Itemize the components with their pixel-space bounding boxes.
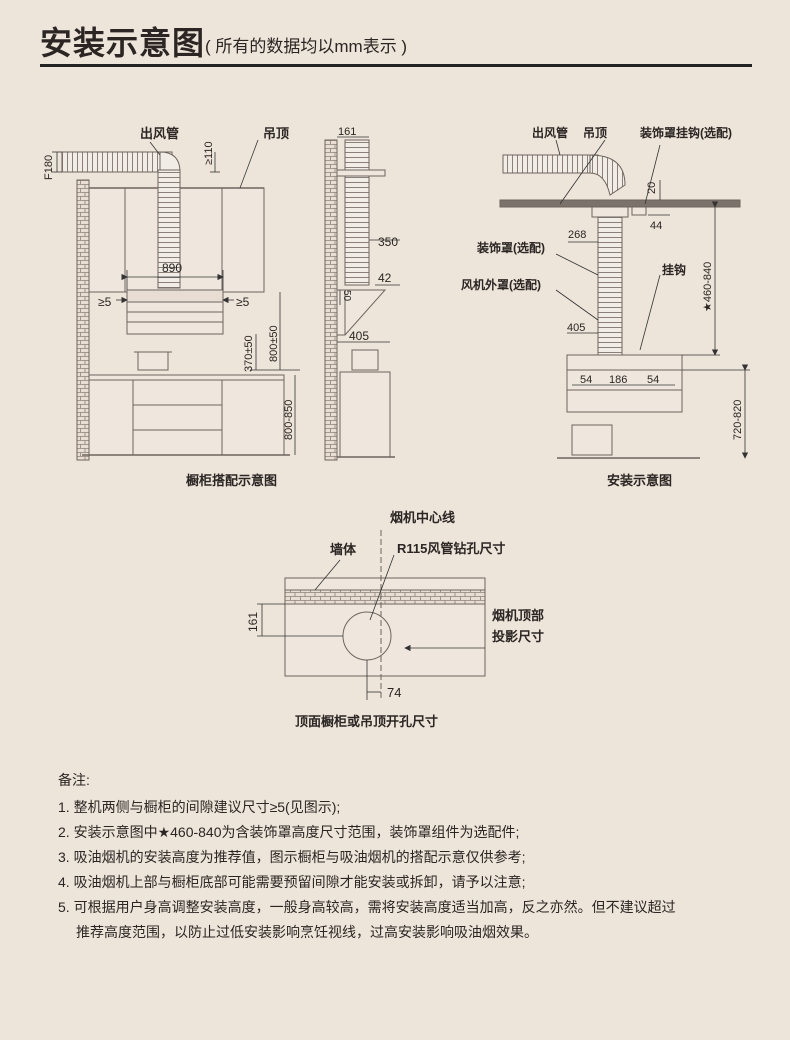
caption-install: 安装示意图 xyxy=(607,473,673,488)
dim-161-top: 161 xyxy=(246,612,260,632)
label-outer-cover: 风机外罩(选配) xyxy=(461,277,541,292)
note-item: 1. 整机两侧与橱柜的间隙建议尺寸≥5(见图示); xyxy=(58,799,341,815)
dim-800: 800±50 xyxy=(268,325,280,362)
dim-gap-right: ≥5 xyxy=(236,295,250,309)
notes-heading: 备注: xyxy=(58,772,90,788)
notes-section: 备注: 1. 整机两侧与橱柜的间隙建议尺寸≥5(见图示); 2. 安装示意图中★… xyxy=(58,768,758,945)
dim-268: 268 xyxy=(568,229,586,241)
label-cover: 装饰罩(选配) xyxy=(476,240,545,255)
note-item: 3. 吸油烟机的安装高度为推荐值，图示橱柜与吸油烟机的搭配示意仅供参考; xyxy=(58,849,526,865)
side-diagram xyxy=(324,139,395,461)
dim-20: 20 xyxy=(646,182,658,194)
install-diagram xyxy=(499,154,741,459)
dim-720-820: 720-820 xyxy=(732,400,744,440)
dim-890: 890 xyxy=(162,261,182,275)
label-projection-2: 投影尺寸 xyxy=(492,629,544,644)
dim-186: 186 xyxy=(609,374,627,386)
dim-gap-left: ≥5 xyxy=(98,295,112,309)
dim-44: 44 xyxy=(650,220,662,232)
label-centerline: 烟机中心线 xyxy=(390,510,455,525)
note-item-continued: 推荐高度范围，以防止过低安装影响烹饪视线，过高安装影响吸油烟效果。 xyxy=(76,924,538,940)
dim-370: 370±50 xyxy=(243,335,255,372)
dim-ge110: ≥110 xyxy=(203,141,215,165)
dim-74: 74 xyxy=(387,685,401,700)
label-wall: 墙体 xyxy=(330,542,357,557)
outlet-pipe-horizontal xyxy=(61,151,173,173)
note-item: 2. 安装示意图中★460-840为含装饰罩高度尺寸范围，装饰罩组件为选配件; xyxy=(58,824,520,840)
dim-54-right: 54 xyxy=(647,374,659,386)
caption-cabinet: 橱柜搭配示意图 xyxy=(186,473,278,488)
label-drill-size: R115风管钻孔尺寸 xyxy=(397,541,505,556)
dim-350: 350 xyxy=(378,235,398,249)
dim-800-850: 800-850 xyxy=(283,400,295,440)
title-divider xyxy=(40,64,752,67)
dim-50: 50 xyxy=(341,290,352,302)
label-ceiling-2: 吊顶 xyxy=(583,126,607,140)
dim-f180: F180 xyxy=(43,155,55,180)
dim-42: 42 xyxy=(378,271,392,285)
dim-405-install: 405 xyxy=(567,322,585,334)
caption-top: 顶面橱柜或吊顶开孔尺寸 xyxy=(295,714,439,729)
dim-161: 161 xyxy=(338,126,356,138)
note-item: 5. 可根据用户身高调整安装高度，一般身高较高，需将安装高度适当加高，反之亦然。… xyxy=(58,899,676,915)
top-diagram xyxy=(284,530,486,700)
page-title: 安装示意图 xyxy=(40,25,206,61)
page-subtitle: ( 所有的数据均以mm表示 ) xyxy=(205,37,408,56)
cabinet-diagram xyxy=(76,179,290,461)
outlet-pipe-vertical xyxy=(157,169,181,289)
wall-hatch xyxy=(76,179,90,461)
note-item: 4. 吸油烟机上部与橱柜底部可能需要预留间隙才能安装或拆卸，请予以注意; xyxy=(58,874,526,890)
label-hook-cover: 装饰罩挂钩(选配) xyxy=(639,125,732,140)
dim-405-side: 405 xyxy=(349,329,369,343)
label-ceiling: 吊顶 xyxy=(263,126,289,141)
label-projection-1: 烟机顶部 xyxy=(492,608,544,623)
label-hook: 挂钩 xyxy=(662,262,686,277)
label-outlet-pipe-2: 出风管 xyxy=(532,125,568,140)
dim-54-left: 54 xyxy=(580,374,592,386)
label-outlet-pipe: 出风管 xyxy=(140,126,179,141)
dim-460-840: ★460-840 xyxy=(702,262,714,312)
